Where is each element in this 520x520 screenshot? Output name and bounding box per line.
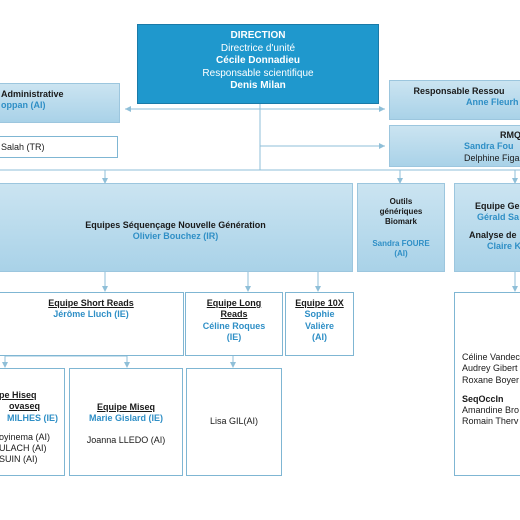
long-reads-box: Equipe Long Reads Céline Roques (IE) [185,292,283,356]
short-reads-lead: Jérôme Lluch (IE) [53,309,129,320]
hiseq-member-1: oyinema (AI) [0,431,51,442]
tools-label-1: Outils [389,197,413,206]
hiseq-title-1: pe Hiseq [0,390,37,400]
right-team-member-3: Roxane Boyer [462,374,520,385]
tools-grade: (AI) [394,249,408,258]
rmq-name: Sandra Fou [464,141,514,152]
direction-title: DIRECTION [230,30,286,41]
tools-box: Outils génériques Biomark Sandra FOURE (… [357,183,445,272]
admin-name: oppan (AI) [1,100,46,111]
short-reads-title: Equipe Short Reads [48,298,134,308]
direction-name-1: Cécile Donnadieu [216,55,300,66]
direction-role-1: Directrice d'unité [220,42,296,54]
rmq-title: RMQ [500,130,520,140]
admin-title: Administrative [1,89,64,99]
hiseq-title-2: ovaseq [9,401,41,412]
direction-role-2: Responsable scientifique [202,67,314,79]
resources-box: Responsable Ressou Anne Fleurh [389,80,520,120]
miseq-lead: Marie Gislard (IE) [88,413,164,424]
hiseq-box: pe Hiseq ovaseq MILHES (IE) oyinema (AI)… [0,368,65,476]
ngs-lead: Olivier Bouchez (IR) [132,231,219,242]
right-team-member-2: Audrey Gibert [462,363,518,374]
resources-name: Anne Fleurh [466,97,519,108]
right-team-box: Céline Vandec Audrey Gibert Roxane Boyer… [454,292,520,476]
miseq-title: Equipe Miseq [96,402,155,412]
ge-sub-lead: Claire K [487,240,520,251]
admin-box: Administrative oppan (AI) [0,83,120,123]
ge-sub: Analyse de [469,229,517,240]
ge-box: Equipe Ge Gérald Sa Analyse de Claire K [454,183,520,272]
hiseq-member-2: ULACH (AI) [0,443,47,453]
admin-staff-text: Salah (TR) [1,142,45,152]
ngs-title: Equipes Séquençage Nouvelle Génération [85,220,266,230]
hiseq-lead: MILHES (IE) [7,412,58,423]
hiseq-member-3: SUIN (AI) [0,454,38,465]
tools-label-3: Biomark [384,217,417,226]
direction-name-2: Denis Milan [230,80,286,91]
right-subteam-member-2: Romain Therv [462,416,519,427]
ngs-box: Equipes Séquençage Nouvelle Génération O… [0,183,353,272]
tools-name: Sandra FOURE [372,239,430,248]
right-subteam-title: SeqOccIn [462,393,504,404]
tenx-lead-1: Sophie [304,309,335,320]
rmq-box: RMQ Sandra Fou Delphine Figa [389,125,520,167]
tenx-box: Equipe 10X Sophie Valière (AI) [285,292,354,356]
short-reads-box: Equipe Short Reads Jérôme Lluch (IE) [0,292,184,356]
admin-staff-box: Salah (TR) [0,136,118,158]
tenx-title: Equipe 10X [295,298,344,308]
tools-label-2: génériques [379,207,423,216]
long-reads-title-1: Equipe Long [206,298,262,308]
long-reads-lead-2: (IE) [226,331,242,342]
ge-lead: Gérald Sa [477,212,520,223]
long-staff-member: Lisa GIL(AI) [209,416,258,426]
miseq-box: Equipe Miseq Marie Gislard (IE) Joanna L… [69,368,183,476]
right-team-member-1: Céline Vandec [462,352,520,362]
long-reads-lead-1: Céline Roques [202,320,266,331]
ge-title: Equipe Ge [475,201,520,211]
tenx-lead-3: (AI) [312,331,327,342]
miseq-member: Joanna LLEDO (AI) [86,434,166,445]
direction-box: DIRECTION Directrice d'unité Cécile Donn… [137,24,379,104]
rmq-member: Delphine Figa [464,152,520,163]
tenx-lead-2: Valière [304,320,335,331]
resources-title: Responsable Ressou [413,86,505,96]
long-staff-box: Lisa GIL(AI) [186,368,282,476]
long-reads-title-2: Reads [220,309,248,320]
right-subteam-member-1: Amandine Bro [462,405,520,415]
